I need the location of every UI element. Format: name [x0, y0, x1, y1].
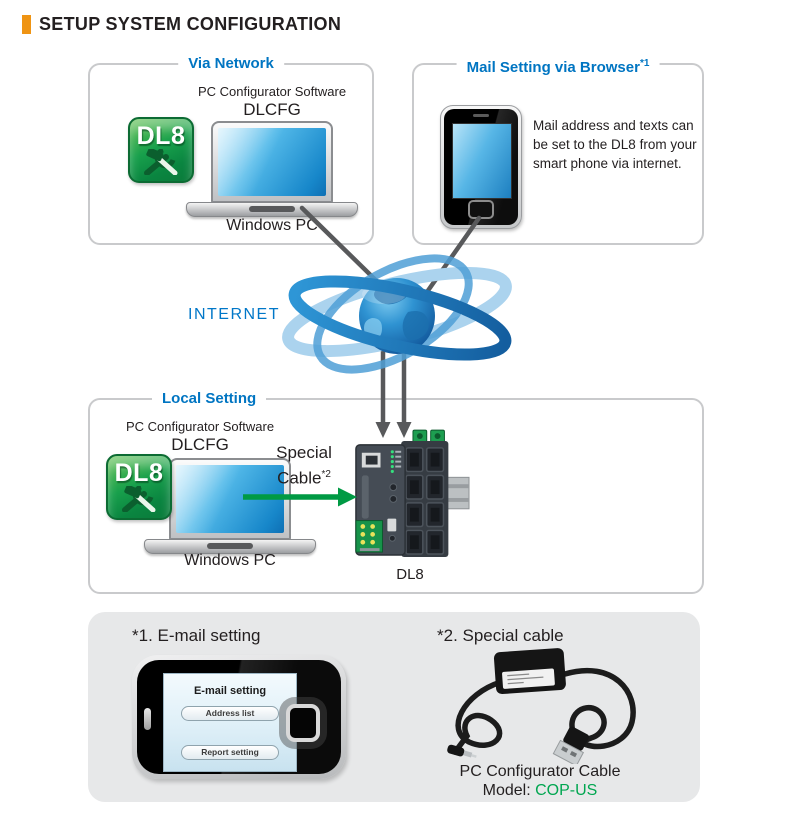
windows-pc-label: Windows PC: [226, 217, 318, 234]
page-header: SETUP SYSTEM CONFIGURATION: [22, 14, 341, 35]
via-network-box: Via Network PC Configurator Software DLC…: [88, 54, 374, 245]
mail-setting-title-text: Mail Setting via Browser: [466, 59, 640, 76]
dl8-device-illustration: [352, 428, 470, 566]
software-name: DLCFG: [171, 435, 229, 454]
mail-setting-title: Mail Setting via Browser*1: [456, 54, 660, 78]
internet-label: INTERNET: [188, 306, 280, 323]
cable-caption: PC Configurator Cable Model: COP-US: [425, 762, 655, 800]
special-cable-note: *2: [321, 469, 331, 480]
laptop-keyboard-base: [186, 202, 358, 217]
smartphone-home-button: [468, 200, 494, 219]
via-network-title: Via Network: [178, 54, 284, 74]
dl8-device-label: DL8: [396, 566, 424, 583]
special-cable-label: Special Cable*2: [250, 442, 358, 490]
special-cable-word1: Special: [276, 443, 332, 462]
wrench-hammer-icon: [144, 149, 178, 175]
dl8-app-icon: DL8: [106, 454, 172, 520]
footnotes-panel: *1. E-mail setting E-mail setting Addres…: [88, 612, 700, 802]
phone-screen: E-mail setting Address list Report setti…: [163, 673, 297, 772]
phone-side-button: [144, 708, 151, 730]
local-setting-title: Local Setting: [152, 389, 267, 409]
address-list-button: Address list: [181, 706, 279, 721]
report-setting-button: Report setting: [181, 745, 279, 760]
orange-bullet-icon: [22, 15, 31, 34]
phone-body: E-mail setting Address list Report setti…: [137, 660, 341, 774]
mail-setting-title-note: *1: [639, 58, 650, 69]
smartphone-illustration: [440, 105, 522, 229]
smartphone-body: [444, 109, 518, 225]
laptop-screen: [211, 121, 333, 203]
phone-screenshot-illustration: E-mail setting Address list Report setti…: [132, 655, 346, 779]
special-cable-heading: *2. Special cable: [437, 626, 564, 645]
mail-setting-box: Mail Setting via Browser*1 Mail address …: [412, 54, 704, 245]
globe-icon: [282, 254, 512, 374]
software-label: PC Configurator Software: [125, 419, 275, 434]
software-name: DLCFG: [243, 100, 301, 119]
dl8-device-image: [355, 429, 470, 557]
smartphone-screen: [452, 123, 512, 199]
software-label: PC Configurator Software: [197, 84, 347, 99]
cable-model-label: Model:: [482, 782, 536, 799]
wrench-hammer-icon: [122, 486, 156, 512]
special-cable-word2: Cable: [277, 468, 322, 488]
cable-model-value: COP-US: [535, 782, 598, 799]
smartphone-speaker: [473, 114, 489, 117]
dl8-app-icon: DL8: [128, 117, 194, 183]
dl8-app-icon-label: DL8: [114, 459, 164, 487]
mail-setting-description: Mail address and texts can be set to the…: [533, 118, 697, 172]
email-setting-screen-title: E-mail setting: [193, 685, 267, 697]
internet-globe: [280, 252, 542, 384]
special-cable-illustration: [425, 646, 653, 764]
phone-home-button: [286, 704, 320, 742]
cable-caption-line1: PC Configurator Cable: [459, 763, 621, 780]
laptop-illustration: [186, 121, 358, 217]
page-title: SETUP SYSTEM CONFIGURATION: [39, 14, 342, 34]
dl8-app-icon-label: DL8: [136, 122, 186, 150]
cable-image: [447, 648, 636, 764]
windows-pc-label: Windows PC: [184, 552, 276, 569]
laptop-keyboard-base: [144, 539, 316, 554]
email-setting-heading: *1. E-mail setting: [132, 626, 261, 645]
local-setting-box: Local Setting PC Configurator Software D…: [88, 389, 704, 594]
